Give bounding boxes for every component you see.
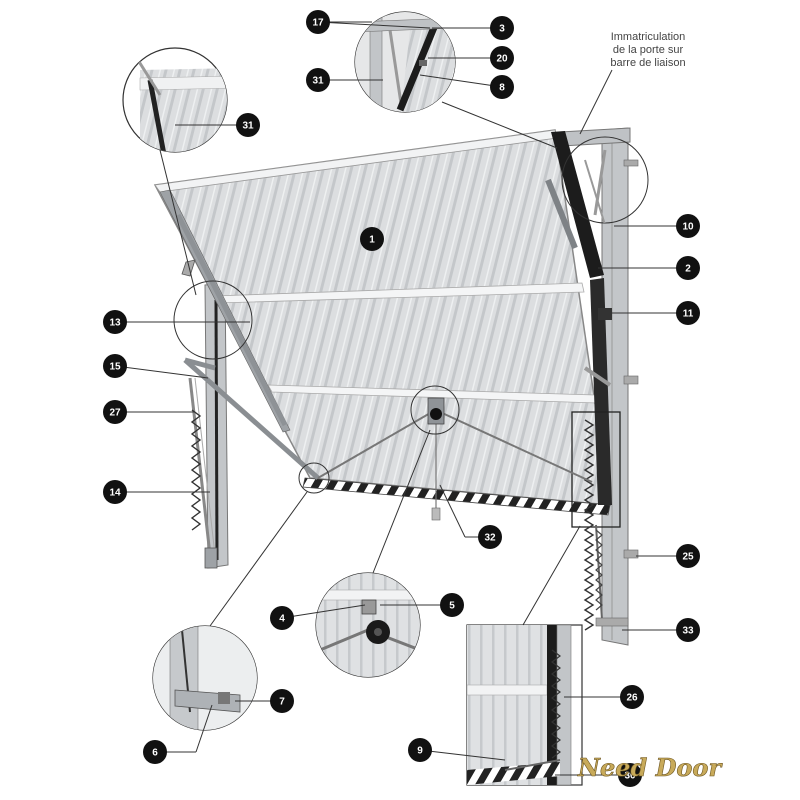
badge-circle bbox=[620, 685, 644, 709]
main-door-assembly bbox=[153, 127, 639, 646]
part-badge-2: 2 bbox=[676, 256, 700, 280]
badge-number: 3 bbox=[499, 24, 505, 35]
inset-top-left bbox=[122, 47, 228, 153]
part-badge-10: 10 bbox=[676, 214, 700, 238]
right-spring-assembly bbox=[571, 366, 621, 631]
badge-circle bbox=[490, 46, 514, 70]
badge-number: 20 bbox=[496, 54, 508, 65]
part-badge-15: 15 bbox=[103, 354, 127, 378]
badge-circle bbox=[490, 16, 514, 40]
part-badge-31: 31 bbox=[306, 68, 330, 92]
badge-circle bbox=[440, 593, 464, 617]
badge-circle bbox=[103, 480, 127, 504]
badge-circle bbox=[676, 214, 700, 238]
badge-circle bbox=[306, 68, 330, 92]
badge-number: 8 bbox=[499, 83, 505, 94]
badge-number: 7 bbox=[279, 697, 285, 708]
inset-bottom-right bbox=[466, 624, 583, 786]
badge-circle bbox=[676, 256, 700, 280]
badge-circle bbox=[103, 400, 127, 424]
inset-top-center bbox=[354, 11, 456, 113]
annotation-line-2: de la porte sur bbox=[613, 44, 684, 56]
badge-circle bbox=[408, 738, 432, 762]
registration-annotation: Immatriculation de la porte sur barre de… bbox=[610, 31, 685, 69]
badge-circle bbox=[490, 75, 514, 99]
brand-logo: Need Door bbox=[577, 753, 723, 782]
door-side-rail-right bbox=[551, 131, 604, 278]
part-badge-26: 26 bbox=[620, 685, 644, 709]
detail-ring-lock bbox=[410, 385, 460, 435]
part-badge-6: 6 bbox=[143, 740, 167, 764]
badge-number: 6 bbox=[152, 748, 158, 759]
annotation-line-3: barre de liaison bbox=[610, 57, 685, 69]
badge-number: 30 bbox=[624, 771, 636, 782]
inset-lock bbox=[315, 572, 421, 678]
detail-ring-left-hinge bbox=[173, 280, 253, 360]
part-badge-4: 4 bbox=[270, 606, 294, 630]
badge-circle bbox=[360, 227, 384, 251]
badge-circle bbox=[306, 10, 330, 34]
badge-circle bbox=[103, 354, 127, 378]
badge-number: 27 bbox=[109, 408, 121, 419]
part-badge-1: 1 bbox=[360, 227, 384, 251]
badge-circle bbox=[236, 113, 260, 137]
badge-circle bbox=[676, 301, 700, 325]
badge-circle bbox=[143, 740, 167, 764]
center-lock bbox=[427, 397, 445, 425]
part-badge-7: 7 bbox=[270, 689, 294, 713]
badge-circle bbox=[618, 763, 642, 787]
inset-bottom-left bbox=[152, 625, 258, 731]
part-badge-5: 5 bbox=[440, 593, 464, 617]
part-badge-11: 11 bbox=[676, 301, 700, 325]
part-badge-13: 13 bbox=[103, 310, 127, 334]
badge-number: 2 bbox=[685, 264, 691, 275]
badge-number: 25 bbox=[682, 552, 694, 563]
badge-number: 11 bbox=[683, 309, 694, 320]
badge-number: 26 bbox=[626, 693, 638, 704]
badge-circle bbox=[103, 310, 127, 334]
left-lever-arm bbox=[183, 357, 320, 569]
part-badge-14: 14 bbox=[103, 480, 127, 504]
inset-top-right bbox=[584, 149, 607, 223]
annotation-line-1: Immatriculation bbox=[611, 31, 686, 43]
badge-number: 10 bbox=[682, 222, 694, 233]
number-badges: 17 3 20 31 8 31 10 1 2 11 13 15 27 14 32 25 4 5 33 7 26 6 9 30 bbox=[103, 10, 700, 787]
badge-number: 31 bbox=[312, 76, 324, 87]
part-badge-17: 17 bbox=[306, 10, 330, 34]
part-badge-9: 9 bbox=[408, 738, 432, 762]
bottom-hazard-stripe bbox=[302, 477, 611, 516]
badge-number: 31 bbox=[242, 121, 254, 132]
badge-number: 9 bbox=[417, 746, 423, 757]
badge-number: 4 bbox=[279, 614, 285, 625]
badge-number: 13 bbox=[109, 318, 121, 329]
badge-number: 14 bbox=[109, 488, 121, 499]
part-badge-31: 31 bbox=[236, 113, 260, 137]
badge-number: 32 bbox=[484, 533, 496, 544]
part-badge-25: 25 bbox=[676, 544, 700, 568]
badge-number: 5 bbox=[449, 601, 455, 612]
badge-number: 17 bbox=[312, 18, 324, 29]
part-badge-3: 3 bbox=[490, 16, 514, 40]
badge-circle bbox=[676, 544, 700, 568]
part-badge-20: 20 bbox=[490, 46, 514, 70]
badge-number: 33 bbox=[682, 626, 694, 637]
badge-circle bbox=[676, 618, 700, 642]
badge-circle bbox=[270, 606, 294, 630]
part-badge-32: 32 bbox=[478, 525, 502, 549]
badge-circle bbox=[270, 689, 294, 713]
badge-circle bbox=[478, 525, 502, 549]
detail-ring-bottom-left bbox=[298, 462, 330, 494]
badge-number: 15 bbox=[109, 362, 121, 373]
lock-linkage-rods bbox=[317, 411, 593, 521]
part-badge-30: 30 bbox=[618, 763, 642, 787]
part-badge-33: 33 bbox=[676, 618, 700, 642]
badge-number: 1 bbox=[369, 235, 375, 246]
part-badge-27: 27 bbox=[103, 400, 127, 424]
part-badge-8: 8 bbox=[490, 75, 514, 99]
